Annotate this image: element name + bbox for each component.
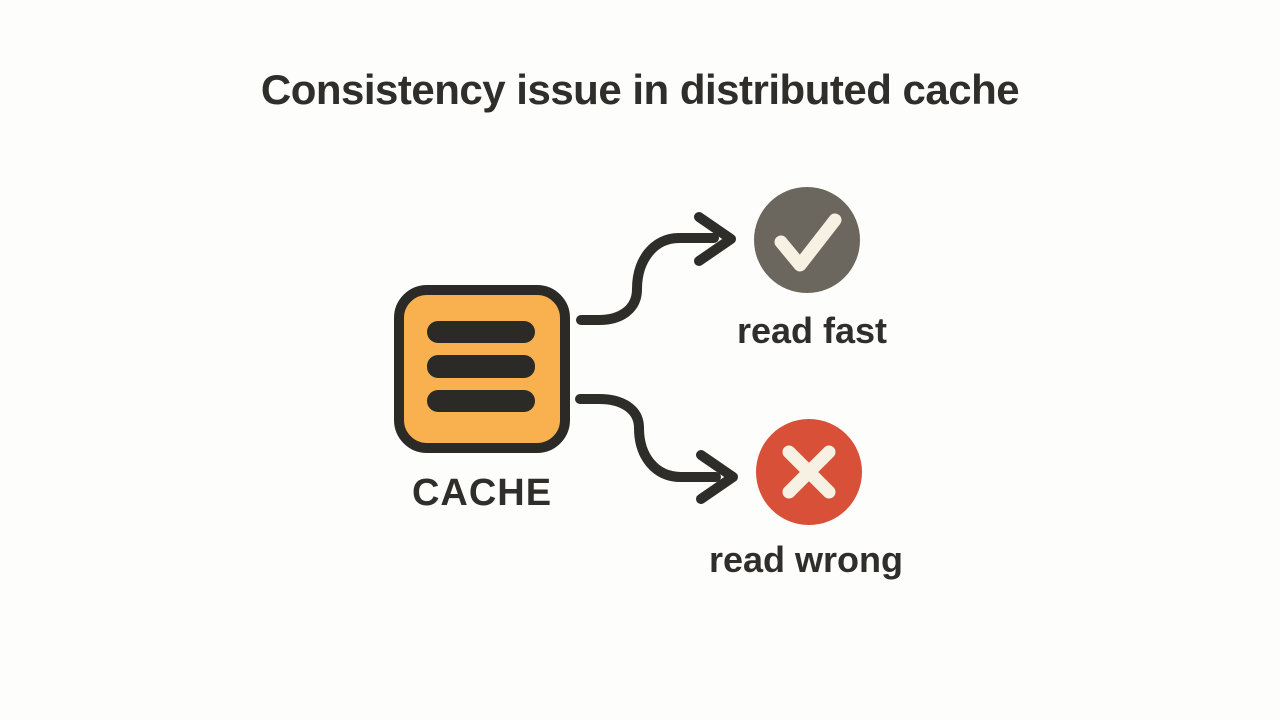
arrowhead-read-fast-icon bbox=[694, 212, 736, 266]
page-title: Consistency issue in distributed cache bbox=[260, 66, 1020, 113]
cache-bar-1 bbox=[427, 321, 535, 343]
cache-icon bbox=[394, 285, 570, 453]
cache-bar-2 bbox=[427, 355, 535, 378]
arrow-to-read-wrong bbox=[575, 394, 721, 482]
cache-label: CACHE bbox=[411, 472, 553, 514]
read-fast-label: read fast bbox=[736, 310, 888, 351]
check-icon bbox=[754, 187, 860, 293]
check-mark bbox=[774, 213, 842, 272]
cross-icon bbox=[756, 419, 862, 525]
arrowhead-read-wrong-icon bbox=[696, 450, 738, 504]
arrow-to-read-fast bbox=[576, 233, 719, 325]
cross-mark bbox=[782, 445, 836, 499]
check-circle bbox=[754, 187, 860, 293]
cache-bar-3 bbox=[427, 390, 535, 412]
read-wrong-label: read wrong bbox=[708, 539, 904, 580]
